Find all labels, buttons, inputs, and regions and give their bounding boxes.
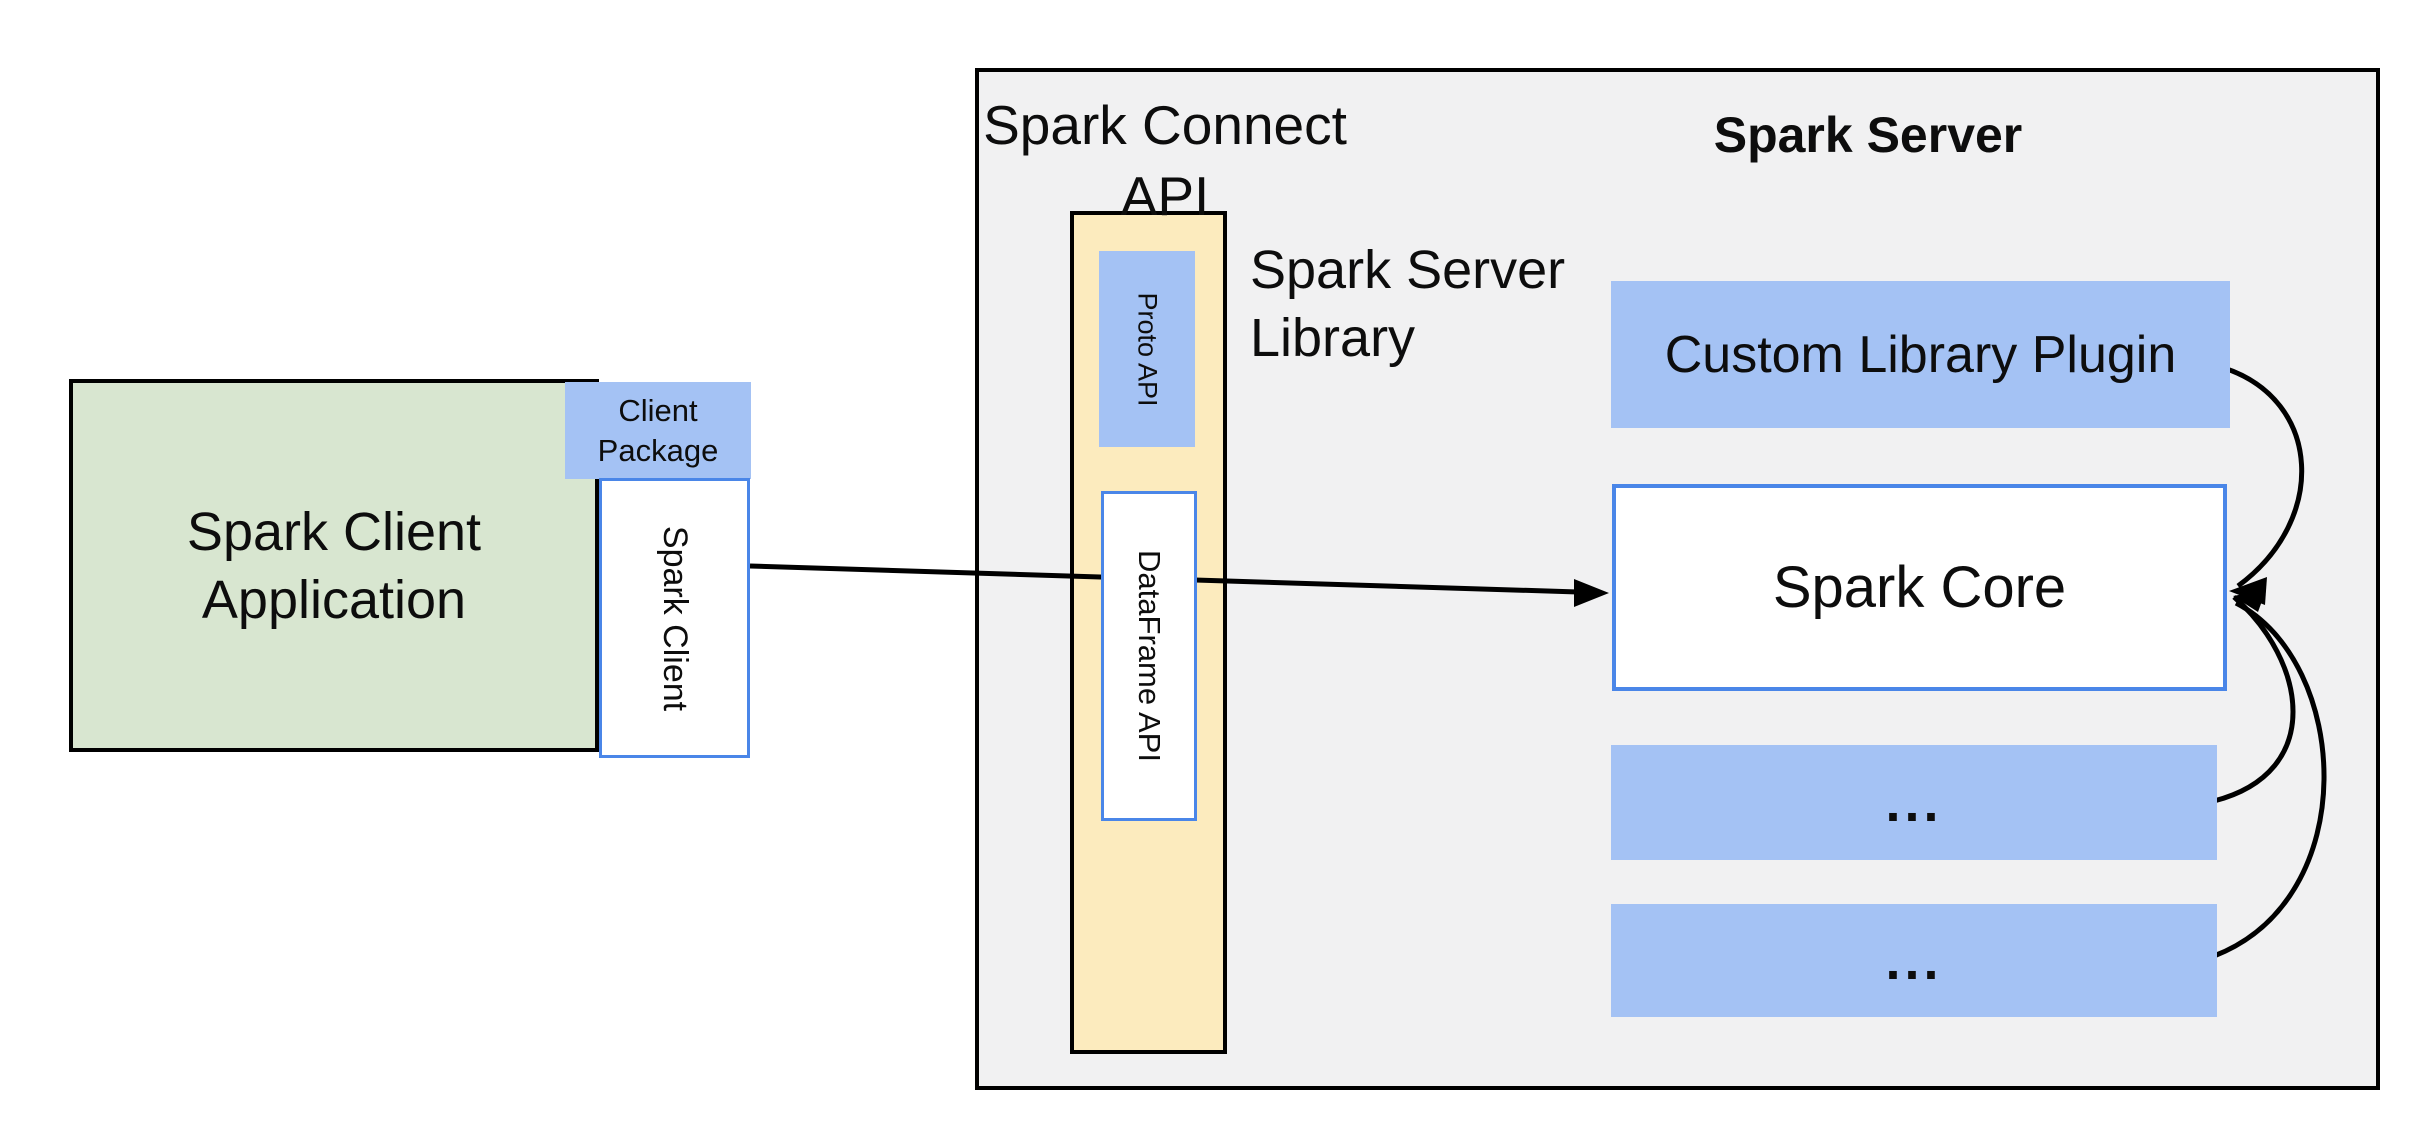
spark-server-library-label: Spark Server Library bbox=[1250, 240, 1566, 368]
spark-client-box: Spark Client bbox=[599, 478, 750, 758]
spark-server-title: Spark Server bbox=[1713, 107, 2023, 163]
proto-api-label: Proto API bbox=[1132, 291, 1163, 407]
ellipsis-label-1: ... bbox=[1885, 772, 1943, 833]
spark-client-label: Spark Client bbox=[656, 525, 695, 711]
client-package-box: Client Package bbox=[565, 382, 751, 479]
spark-core-label: Spark Core bbox=[1772, 555, 2067, 620]
custom-library-plugin-box: Custom Library Plugin bbox=[1611, 281, 2230, 428]
custom-library-plugin-label: Custom Library Plugin bbox=[1664, 325, 2177, 384]
additional-library-box-1: ... bbox=[1611, 745, 2217, 860]
proto-api-box: Proto API bbox=[1099, 251, 1195, 447]
ellipsis-label-2: ... bbox=[1885, 930, 1943, 991]
spark-core-box: Spark Core bbox=[1612, 484, 2227, 691]
dataframe-api-box: DataFrame API bbox=[1101, 491, 1197, 821]
spark-connect-api-label: Spark Connect API bbox=[983, 94, 1347, 227]
spark-client-application-label: Spark Client Application bbox=[186, 501, 482, 630]
client-package-label: Client Package bbox=[597, 392, 719, 468]
dataframe-api-label: DataFrame API bbox=[1132, 550, 1168, 762]
additional-library-box-2: ... bbox=[1611, 904, 2217, 1017]
spark-client-application-box: Spark Client Application bbox=[69, 379, 599, 752]
